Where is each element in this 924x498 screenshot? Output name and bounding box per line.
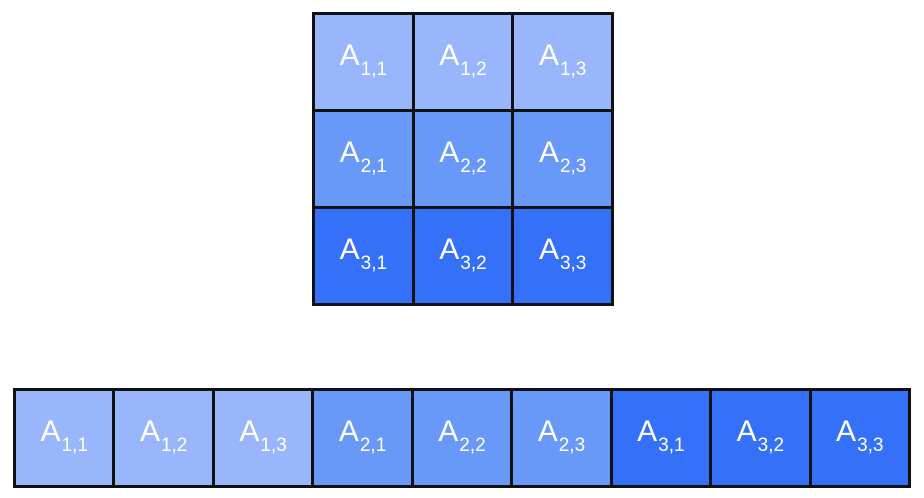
cell-subscript: 2,3 — [559, 156, 587, 177]
cell-base: A — [538, 39, 559, 72]
cell-base: A — [836, 415, 857, 448]
cell-subscript: 1,2 — [460, 59, 487, 80]
cell-base: A — [538, 233, 559, 266]
cell-subscript: 3,3 — [559, 253, 587, 274]
cell-base: A — [637, 415, 658, 448]
cell-base: A — [438, 415, 459, 448]
cell-base: A — [538, 136, 559, 169]
cell-base: A — [439, 136, 460, 169]
cell-subscript: 1,2 — [160, 435, 188, 456]
cell-subscript: 2,1 — [359, 435, 387, 456]
cell-base: A — [40, 415, 61, 448]
cell-subscript: 3,2 — [460, 253, 487, 274]
cell-base: A — [339, 39, 360, 72]
cell-base: A — [537, 415, 558, 448]
cell-subscript: 3,2 — [757, 435, 785, 456]
cell-subscript: 1,3 — [260, 435, 287, 456]
cell-base: A — [139, 415, 160, 448]
cell-subscript: 2,2 — [460, 156, 487, 177]
cell-subscript: 3,1 — [658, 435, 685, 456]
cell-base: A — [339, 136, 360, 169]
cell-subscript: 3,1 — [360, 253, 388, 274]
cell-base: A — [439, 233, 460, 266]
cell-subscript: 1,1 — [360, 59, 388, 80]
cell-base: A — [736, 415, 757, 448]
cell-base: A — [439, 39, 460, 72]
cell-subscript: 1,1 — [61, 435, 88, 456]
cell-base: A — [239, 415, 260, 448]
cell-base: A — [338, 415, 359, 448]
cell-base: A — [339, 233, 360, 266]
cell-subscript: 2,1 — [360, 156, 388, 177]
cell-subscript: 3,3 — [857, 435, 884, 456]
cell-subscript: 2,3 — [558, 435, 586, 456]
cell-subscript: 2,2 — [459, 435, 486, 456]
cell-subscript: 1,3 — [559, 59, 587, 80]
